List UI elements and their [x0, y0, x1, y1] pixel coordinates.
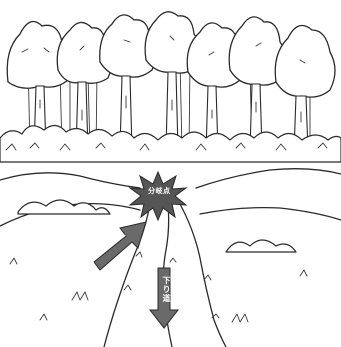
junction-label: 分岐点	[148, 188, 171, 195]
junction-burst	[130, 172, 186, 220]
downhill-label: 下り道	[161, 276, 170, 303]
